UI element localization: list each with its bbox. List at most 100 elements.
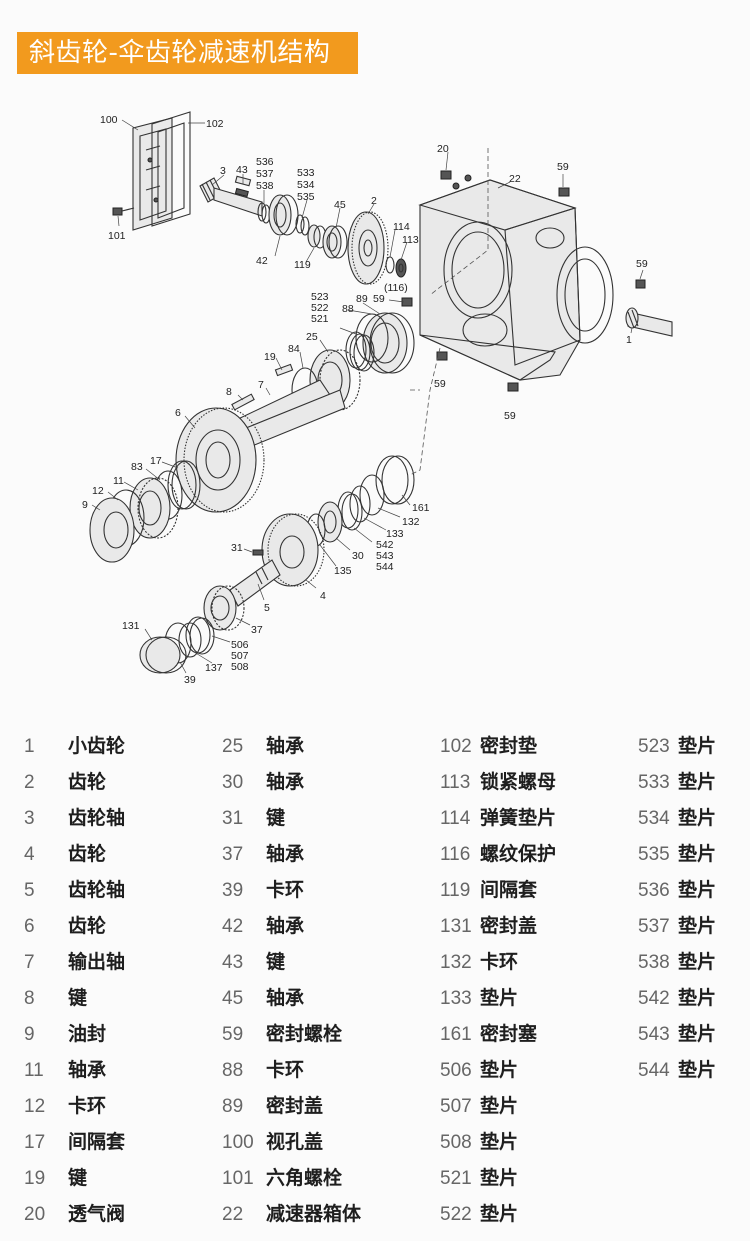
label-88: 88 <box>342 303 354 315</box>
gear-2 <box>347 211 389 285</box>
label-12: 12 <box>92 485 104 497</box>
label-537: 537 <box>256 168 274 180</box>
label-4: 4 <box>320 590 326 602</box>
legend-item-name: 轴承 <box>266 915 305 937</box>
legend-item-name: 垫片 <box>678 771 717 793</box>
legend-item-name: 键 <box>266 951 286 973</box>
legend-item-number: 113 <box>440 772 471 793</box>
legend-item-number: 59 <box>222 1024 244 1045</box>
label-9: 9 <box>82 499 88 511</box>
legend-item-number: 12 <box>24 1096 46 1117</box>
legend-item-number: 39 <box>222 880 244 901</box>
legend-item-name: 垫片 <box>480 987 519 1009</box>
legend-item-number: 25 <box>222 736 244 757</box>
legend-item-number: 2 <box>24 772 35 793</box>
label-506: 506 <box>231 639 249 651</box>
legend-item-number: 9 <box>24 1024 35 1045</box>
part-labels: 100 102 3 43 536 537 538 533 534 535 45 … <box>82 114 648 686</box>
label-30: 30 <box>352 550 364 562</box>
label-135: 135 <box>334 565 352 577</box>
legend-item-name: 密封盖 <box>266 1095 324 1117</box>
legend-item-name: 垫片 <box>480 1095 519 1117</box>
gear-shaft-5 <box>229 559 281 607</box>
label-137: 137 <box>205 662 223 674</box>
legend-item: 12 卡环 <box>24 1088 106 1124</box>
legend-item-number: 544 <box>638 1060 670 1081</box>
shims-533-535 <box>295 214 310 236</box>
legend-item-number: 43 <box>222 952 244 973</box>
seal-cover-131 <box>139 636 187 674</box>
legend-item-number: 4 <box>24 844 35 865</box>
pinion-1 <box>625 307 673 337</box>
legend-item-name: 垫片 <box>678 951 717 973</box>
legend-item-name: 齿轮轴 <box>68 807 126 829</box>
circlip-137 <box>178 622 202 658</box>
spring-washer-114 <box>385 256 395 274</box>
label-1: 1 <box>626 334 632 346</box>
legend-item-name: 齿轮 <box>68 915 107 937</box>
spacer-119 <box>307 224 327 249</box>
label-113: 113 <box>402 234 419 246</box>
label-544: 544 <box>376 561 394 573</box>
exploded-diagram: 100 102 3 43 536 537 538 533 534 535 45 … <box>0 90 750 700</box>
label-22: 22 <box>509 173 521 185</box>
label-119: 119 <box>294 259 311 271</box>
legend-item: 538 垫片 <box>638 944 716 980</box>
legend-item-name: 齿轮 <box>68 843 107 865</box>
legend-item-number: 542 <box>638 988 670 1009</box>
label-523: 523 <box>311 291 329 303</box>
label-114: 114 <box>393 221 410 233</box>
legend-item-name: 垫片 <box>678 987 717 1009</box>
legend-item-number: 30 <box>222 772 244 793</box>
legend-item-name: 透气阀 <box>68 1203 126 1225</box>
legend-item-number: 31 <box>222 808 244 829</box>
label-131: 131 <box>122 620 140 632</box>
title-banner: 斜齿轮-伞齿轮减速机结构 <box>17 32 358 74</box>
label-11: 11 <box>113 475 124 487</box>
gear-shaft-3 <box>199 177 263 217</box>
legend-item-name: 垫片 <box>678 1059 717 1081</box>
legend-item-name: 垫片 <box>480 1167 519 1189</box>
label-161: 161 <box>412 502 430 514</box>
label-6: 6 <box>175 407 181 419</box>
legend-item-number: 101 <box>222 1168 254 1189</box>
legend-item-number: 538 <box>638 952 670 973</box>
legend-item-number: 116 <box>440 844 471 865</box>
key-31 <box>252 549 264 556</box>
label-37: 37 <box>251 624 263 636</box>
label-25: 25 <box>306 331 318 343</box>
legend-item-name: 垫片 <box>678 735 717 757</box>
label-538: 538 <box>256 180 274 192</box>
legend-item-name: 弹簧垫片 <box>480 807 557 829</box>
legend-item-number: 11 <box>24 1060 44 1081</box>
legend-item-name: 卡环 <box>68 1095 107 1117</box>
legend-item-number: 45 <box>222 988 244 1009</box>
bearing-45 <box>322 225 348 259</box>
legend-item-number: 37 <box>222 844 244 865</box>
label-43: 43 <box>236 164 248 176</box>
